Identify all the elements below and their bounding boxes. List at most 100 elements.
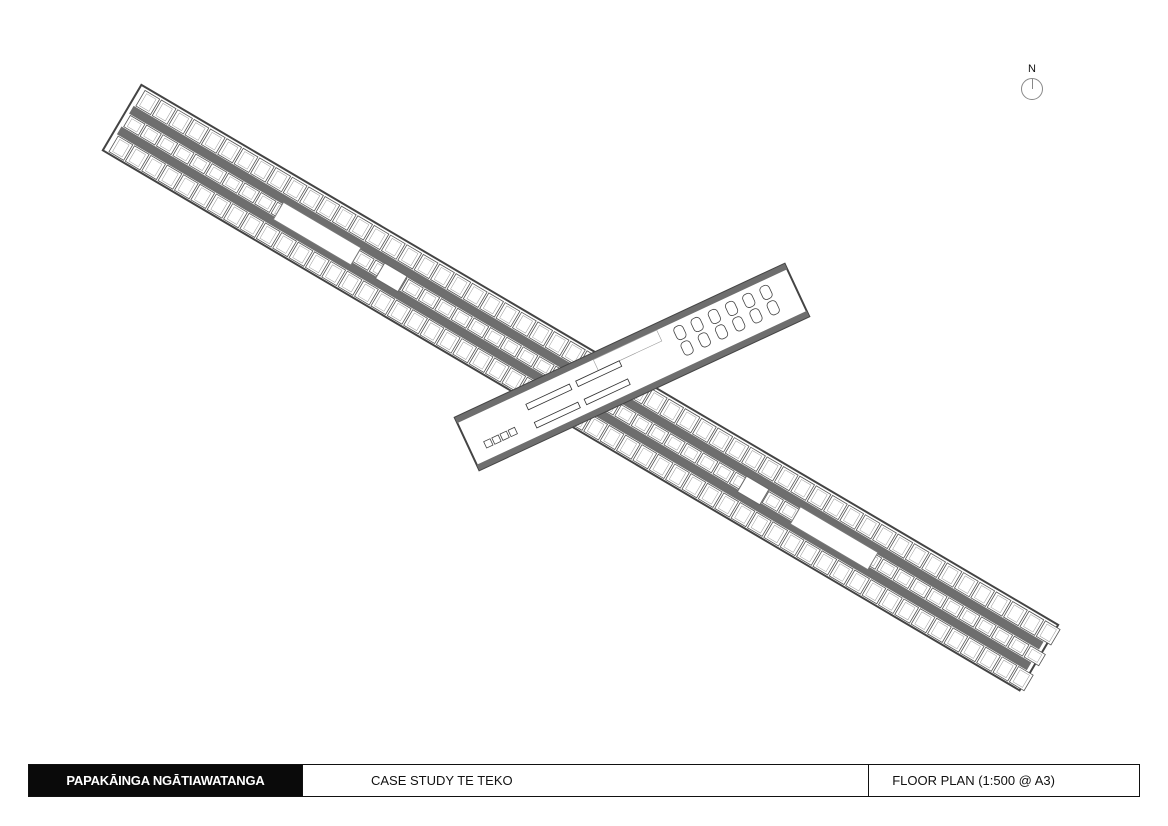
unit-furniture xyxy=(438,301,453,316)
unit-room xyxy=(839,504,865,530)
unit-room xyxy=(828,559,854,586)
unit-furniture xyxy=(487,330,502,345)
unit-room xyxy=(1007,635,1030,657)
unit-room xyxy=(790,475,816,501)
unit-furniture xyxy=(470,320,486,335)
unit-room xyxy=(499,336,523,358)
cross-wing-south-wall xyxy=(476,310,810,471)
unit-furniture xyxy=(144,158,163,177)
unit-furniture xyxy=(472,351,490,370)
unit-room xyxy=(337,270,363,296)
unit-furniture xyxy=(1010,639,1026,654)
unit-room xyxy=(288,241,314,267)
unit-room xyxy=(190,183,216,210)
unit-room xyxy=(205,163,228,185)
unit-furniture xyxy=(259,225,277,245)
unit-room xyxy=(321,260,347,287)
north-arrow: N xyxy=(1016,62,1048,106)
unit-furniture xyxy=(990,594,1008,614)
entry-seating xyxy=(483,426,518,449)
unit-furniture xyxy=(667,436,682,451)
unit-furniture xyxy=(892,536,910,556)
unit-room xyxy=(761,490,784,512)
unit-furniture xyxy=(634,417,650,432)
unit-furniture xyxy=(994,629,1010,644)
kitchen-bench xyxy=(575,360,623,388)
unit-room xyxy=(937,562,963,588)
unit-room xyxy=(484,357,510,383)
entry-seat xyxy=(491,434,502,445)
unit-furniture xyxy=(325,264,343,283)
unit-furniture xyxy=(912,581,928,596)
unit-furniture xyxy=(192,156,208,171)
unit-furniture xyxy=(650,426,666,441)
unit-furniture xyxy=(941,565,959,585)
unit-room xyxy=(430,263,455,289)
kitchen-bench xyxy=(583,378,631,406)
unit-furniture xyxy=(335,209,353,228)
unit-furniture xyxy=(302,189,321,209)
unit-furniture xyxy=(456,341,474,360)
unit-furniture xyxy=(875,527,894,546)
unit-furniture xyxy=(865,582,883,601)
unit-furniture xyxy=(1023,614,1041,633)
unit-room xyxy=(511,311,537,337)
unit-room xyxy=(696,452,719,474)
unit-room xyxy=(872,523,897,550)
unit-room xyxy=(403,309,428,335)
unit-furniture xyxy=(699,455,715,470)
unit-room xyxy=(894,598,920,624)
unit-room xyxy=(479,292,505,318)
unit-room xyxy=(168,109,193,135)
unit-furniture xyxy=(159,137,175,152)
unit-room xyxy=(266,167,292,193)
unit-room xyxy=(986,591,1012,617)
unit-furniture xyxy=(356,253,371,268)
unit-furniture xyxy=(859,517,877,536)
unit-furniture xyxy=(603,428,621,447)
unit-room xyxy=(796,540,821,566)
project-title: PAPAKĀINGA NGĀTIAWATANGA xyxy=(29,765,302,796)
unit-room xyxy=(741,446,766,472)
unit-room xyxy=(921,552,947,579)
unit-room xyxy=(876,558,899,580)
unit-room xyxy=(888,533,914,559)
unit-room xyxy=(233,147,259,174)
unit-room xyxy=(757,456,783,482)
unit-room xyxy=(223,203,248,229)
unit-room xyxy=(583,415,609,441)
unit-furniture xyxy=(188,122,206,141)
unit-furniture xyxy=(683,446,699,461)
unit-furniture xyxy=(243,216,261,235)
unit-room xyxy=(806,485,832,511)
stair-west xyxy=(374,262,408,293)
unit-furniture xyxy=(532,324,550,344)
unit-furniture xyxy=(454,311,470,326)
unit-furniture xyxy=(401,247,419,266)
unit-furniture xyxy=(979,650,998,669)
unit-furniture xyxy=(908,546,926,565)
unit-furniture xyxy=(450,276,468,295)
unit-room xyxy=(812,550,838,576)
unit-room xyxy=(892,568,915,590)
unit-furniture xyxy=(587,418,605,438)
unit-room xyxy=(943,627,969,653)
unit-room xyxy=(417,288,441,310)
unit-room xyxy=(348,215,374,241)
unit-room xyxy=(708,427,734,453)
unit-room xyxy=(953,572,979,598)
unit-room xyxy=(544,330,570,357)
unit-room xyxy=(746,511,772,537)
unit-furniture xyxy=(406,312,425,331)
unit-room xyxy=(712,462,735,483)
unit-furniture xyxy=(308,254,326,274)
unit-room xyxy=(970,581,996,607)
unit-room xyxy=(501,367,527,393)
floor-plan-drawing xyxy=(101,83,1061,692)
unit-furniture xyxy=(257,195,273,210)
north-label: N xyxy=(1028,63,1036,75)
unit-room xyxy=(516,346,539,368)
dining-table xyxy=(714,324,729,340)
unit-furniture xyxy=(750,515,768,534)
courtyard-west xyxy=(272,201,362,266)
